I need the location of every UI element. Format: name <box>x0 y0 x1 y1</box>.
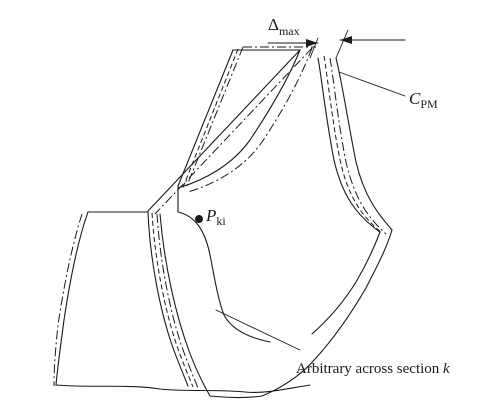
delta-symbol: Δmax <box>268 15 300 38</box>
dashdot-front-left-flank <box>53 213 83 387</box>
deviated-profile-dashdot <box>53 46 387 389</box>
root-surface <box>177 211 271 343</box>
cpm-label-group: CPM <box>338 71 438 111</box>
front-left-flank <box>55 211 89 386</box>
delta-max-dimension: Δmax <box>267 15 406 59</box>
delta-extension-line-right <box>335 29 349 59</box>
outer-envelope <box>159 57 393 399</box>
dashdot-top-land-right <box>154 47 313 215</box>
section-leader-line <box>215 309 301 351</box>
outer-envelope-front <box>159 213 263 399</box>
cpm-label: CPM <box>409 89 438 111</box>
back-face-left-flank <box>177 49 301 189</box>
top-land-left-edge <box>177 49 234 187</box>
delta-extension-line-left <box>309 37 319 59</box>
section-label: Arbitrary across section k <box>296 361 450 377</box>
dashed-back-right-flank <box>323 55 383 234</box>
point-pki-group: Pki <box>195 206 226 228</box>
cpm-leader-line <box>338 71 406 97</box>
offset-profile-dashed <box>151 48 383 388</box>
dashed-top-land-left <box>181 48 239 191</box>
section-label-group: Arbitrary across section k <box>215 309 450 377</box>
outer-envelope-back <box>261 57 393 397</box>
point-pki-label: Pki <box>205 206 226 228</box>
front-right-flank <box>147 211 189 387</box>
dashdot-back-left <box>187 47 313 193</box>
point-pki-marker <box>195 215 203 223</box>
dashdot-back-right-flank <box>329 57 387 235</box>
delta-arrowhead-left <box>306 39 318 47</box>
dashdot-front-right-flank <box>156 213 199 389</box>
back-face-right-flank <box>317 57 381 233</box>
back-right-lower-flank <box>311 231 381 335</box>
dashed-front-right-flank <box>151 212 194 388</box>
dashdot-top-land-left <box>185 46 244 189</box>
top-land-right-edge <box>147 49 301 212</box>
delta-arrowhead-right <box>340 36 352 44</box>
